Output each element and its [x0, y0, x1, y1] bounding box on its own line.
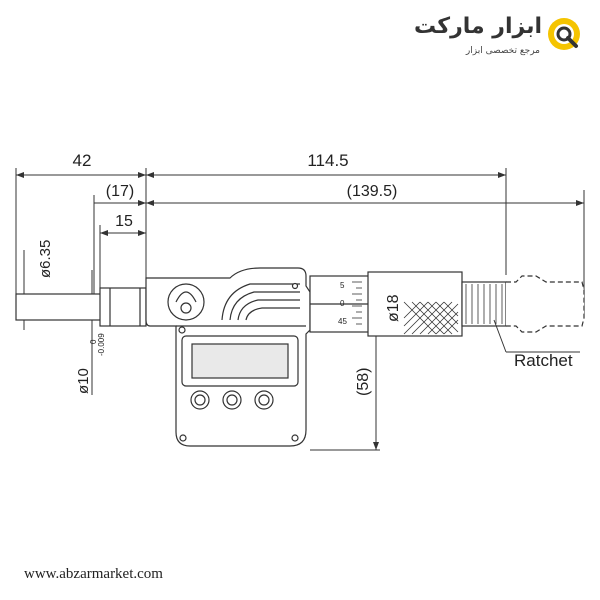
dim-height: (58)	[355, 368, 372, 396]
brand-name: ابزار مارکت	[414, 14, 542, 39]
brand-tagline: مرجع تخصصی ابزار	[465, 46, 540, 56]
ratchet-label: Ratchet	[514, 351, 573, 370]
dim-stem-tol: -0.009	[97, 333, 106, 356]
dim-second-left: (17)	[106, 183, 134, 200]
wrench-circle-icon	[548, 18, 580, 50]
dim-spindle-dia: ø6.35	[37, 240, 54, 278]
dim-third: 15	[115, 213, 133, 230]
scale-0: 0	[340, 299, 345, 308]
dim-top-right: 114.5	[307, 151, 348, 170]
scale-45: 45	[338, 317, 347, 326]
dim-stem-dia: ø10	[75, 368, 92, 394]
dim-top-left: 42	[73, 151, 92, 170]
dim-second-right: (139.5)	[347, 183, 398, 200]
brand-logo: ابزار مارکت مرجع تخصصی ابزار	[412, 12, 582, 62]
dim-thimble-dia: ø18	[385, 294, 402, 322]
dim-stem-tol-upper: 0	[89, 339, 98, 344]
scale-5: 5	[340, 281, 345, 290]
site-url[interactable]: www.abzarmarket.com	[24, 566, 163, 582]
